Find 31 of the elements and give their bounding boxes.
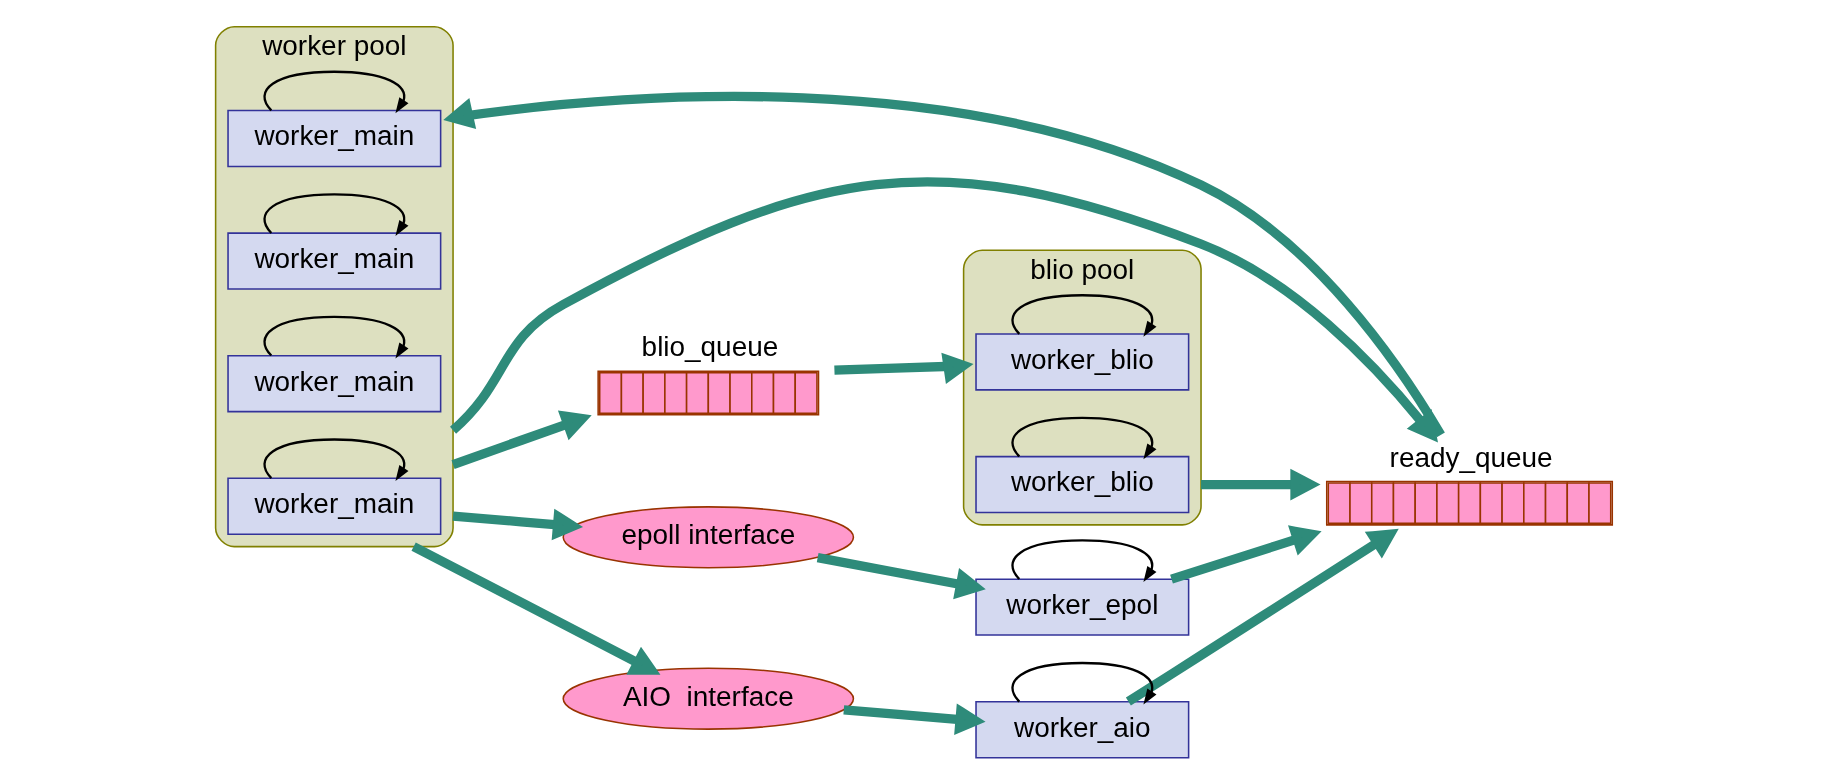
- arrow: [449, 177, 1438, 443]
- arrow: [843, 703, 986, 736]
- arrow: [263, 70, 409, 114]
- node-box: worker_main: [227, 477, 442, 535]
- node-ellipse: epoll interface: [562, 506, 855, 569]
- arrow: [452, 508, 584, 541]
- arrow: [263, 315, 409, 359]
- arrow: [451, 410, 592, 469]
- arrow: [1125, 528, 1399, 706]
- node-box: worker_epol: [975, 578, 1190, 636]
- node-ellipse: AIO interface: [562, 667, 855, 730]
- node-label: blio_queue: [641, 331, 779, 363]
- node-box: worker_main: [227, 109, 442, 168]
- arrow: [816, 553, 986, 600]
- node-label: ready_queue: [1389, 441, 1553, 473]
- arrow: [263, 438, 409, 482]
- node-box: worker_aio: [975, 701, 1190, 759]
- arrow: [411, 542, 661, 675]
- arrow: [1011, 294, 1157, 337]
- arrow: [1201, 468, 1321, 501]
- arrow: [1170, 525, 1322, 584]
- arrow: [1011, 539, 1157, 582]
- arrow: [443, 91, 1445, 438]
- arrow: [1011, 416, 1157, 460]
- arrow: [834, 352, 974, 385]
- node-box: worker_main: [227, 354, 442, 413]
- node-box: worker_blio: [975, 333, 1190, 391]
- arrow: [263, 193, 409, 236]
- arrow: [1011, 661, 1157, 705]
- node-box: worker_blio: [975, 455, 1190, 514]
- node-box: worker_main: [227, 232, 442, 290]
